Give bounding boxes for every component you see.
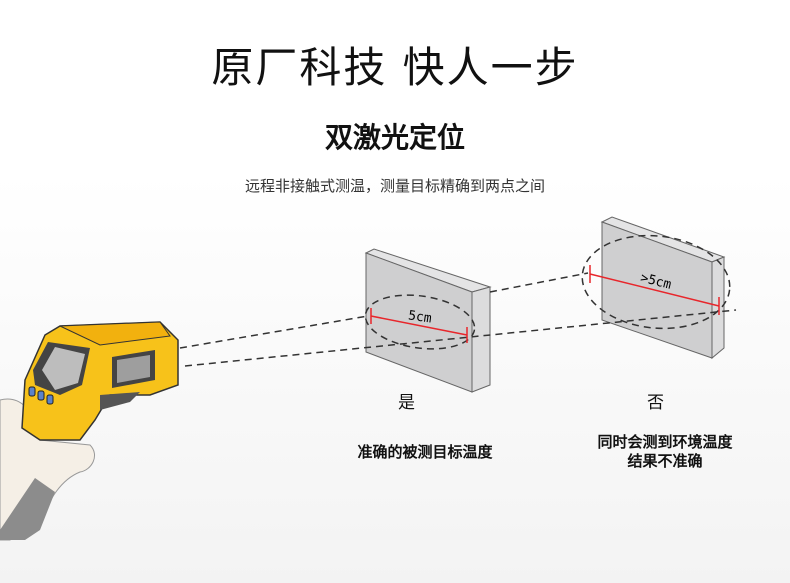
hand-illustration <box>0 398 95 541</box>
caption-near: 准确的被测目标温度 <box>340 443 510 462</box>
distance-label-near: 5cm <box>407 308 433 326</box>
caption-far-line1: 同时会测到环境温度 <box>597 433 733 451</box>
section-subtitle: 远程非接触式测温，测量目标精确到两点之间 <box>244 177 545 195</box>
laser-beams <box>179 234 737 367</box>
section-heading: 双激光定位 <box>324 121 465 154</box>
slogan: 原厂科技 快人一步 <box>211 43 579 92</box>
verdict-no: 否 <box>647 393 664 413</box>
caption-far: 同时会测到环境温度 结果不准确 <box>580 433 750 471</box>
caption-near-line1: 准确的被测目标温度 <box>357 443 493 461</box>
target-box-near <box>364 248 492 393</box>
caption-far-line2: 结果不准确 <box>627 452 703 470</box>
distance-label-far: >5cm <box>639 271 673 293</box>
verdict-yes: 是 <box>398 393 415 413</box>
infrared-thermometer <box>21 321 179 441</box>
laser-spot-diameter <box>370 265 720 343</box>
